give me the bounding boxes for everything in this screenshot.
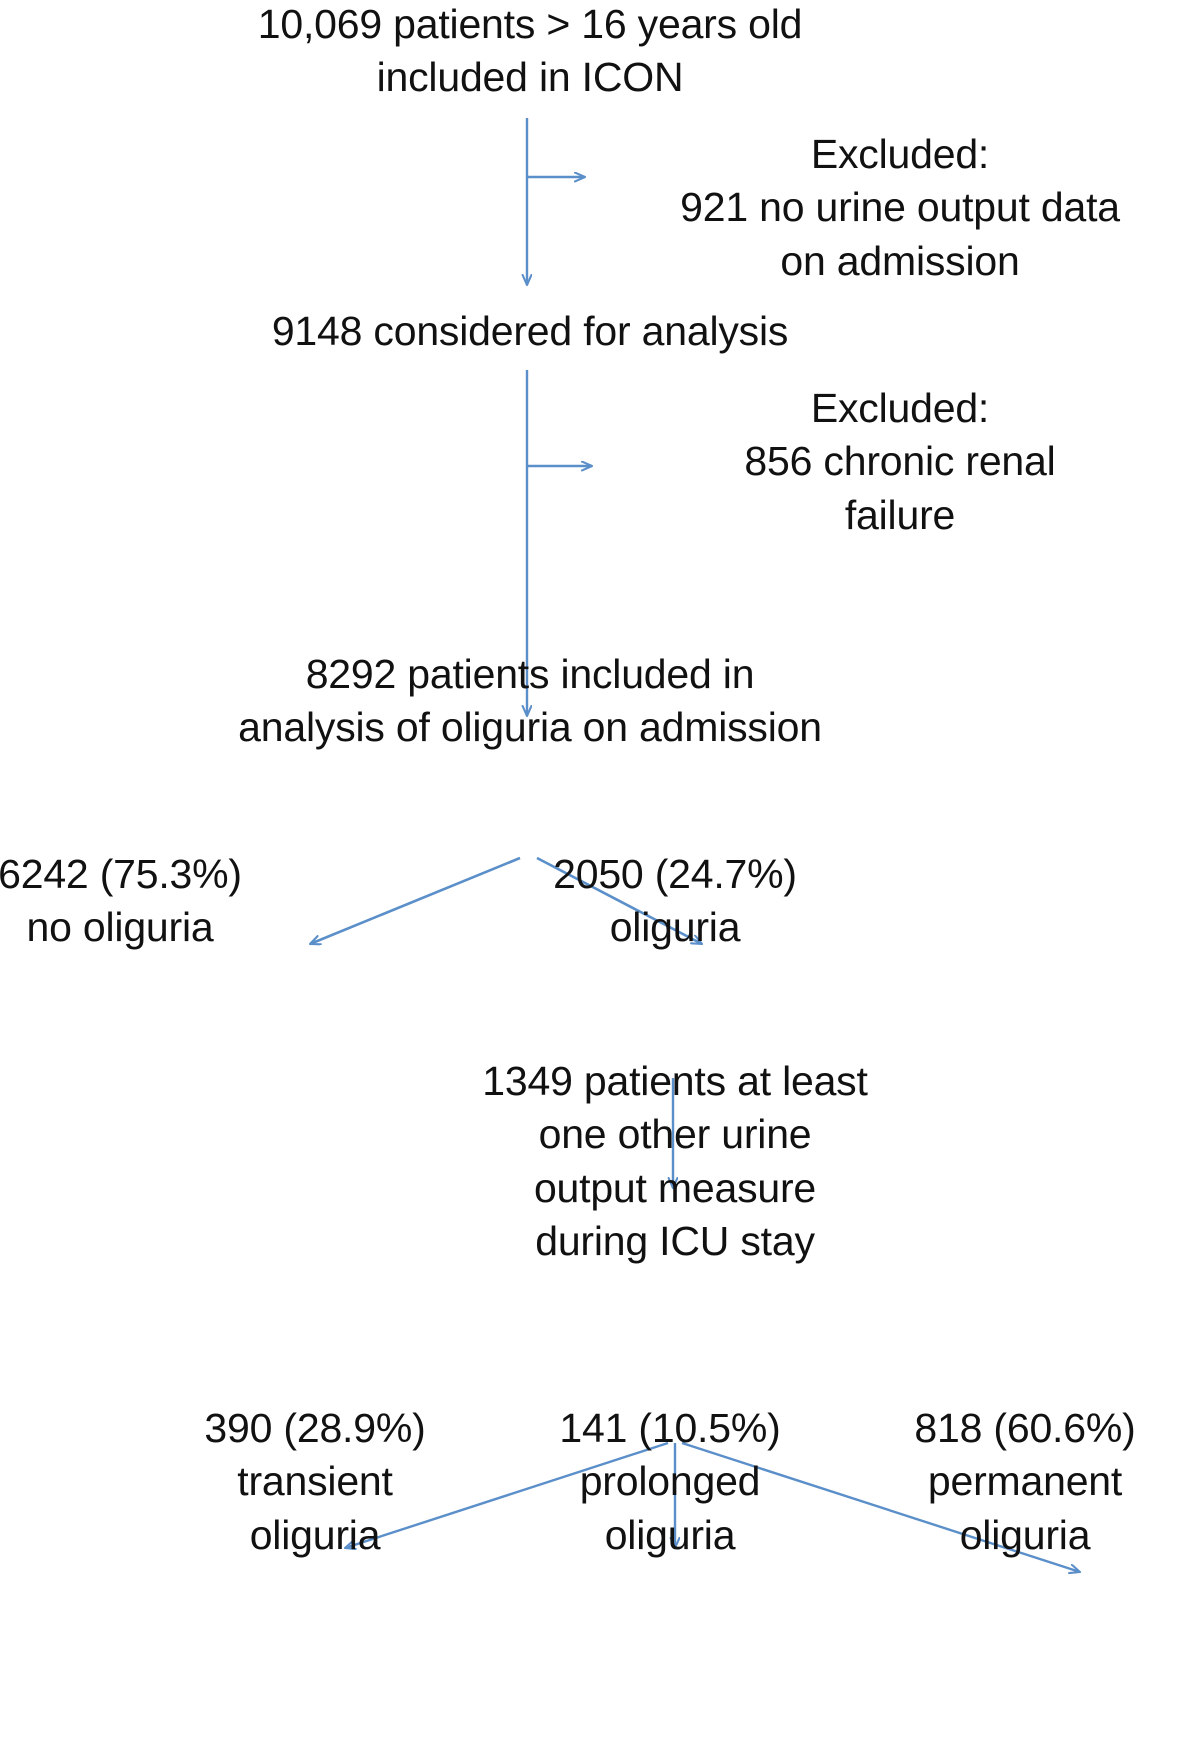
node-line: during ICU stay	[535, 1217, 815, 1264]
node-line: oliguria	[604, 1511, 736, 1558]
node-line: on admission	[780, 237, 1020, 284]
node-permanent-oliguria: 818 (60.6%) permanent oliguria	[765, 1402, 1200, 1562]
node-line: no oliguria	[26, 904, 214, 951]
node-at-least-one-other-urine-output-measure: 1349 patients at least one other urine o…	[330, 1055, 1020, 1268]
node-line: oliguria	[249, 1511, 381, 1558]
node-line: 10,069 patients > 16 years old	[257, 1, 803, 47]
node-line: 1349 patients at least	[482, 1058, 868, 1104]
node-line: prolonged	[579, 1458, 761, 1505]
node-line: 9148 considered for analysis	[271, 308, 789, 354]
node-line: transient	[237, 1458, 393, 1505]
node-line: 6242 (75.3%)	[0, 851, 242, 897]
node-oliguria: 2050 (24.7%) oliguria	[405, 848, 945, 955]
node-line: failure	[844, 491, 956, 538]
node-line: 921 no urine output data	[680, 184, 1120, 231]
node-line: 390 (28.9%)	[204, 1405, 426, 1451]
node-line: oliguria	[959, 1511, 1091, 1558]
node-prolonged-oliguria: 141 (10.5%) prolonged oliguria	[410, 1402, 930, 1562]
node-line: analysis of oliguria on admission	[238, 704, 822, 751]
node-line: 141 (10.5%)	[559, 1405, 781, 1451]
node-line: one other urine	[538, 1111, 812, 1158]
node-icon-cohort: 10,069 patients > 16 years old included …	[130, 0, 930, 105]
node-included-in-oliguria-analysis: 8292 patients included in analysis of ol…	[110, 648, 950, 755]
node-line: included in ICON	[376, 54, 684, 101]
node-line: output measure	[533, 1164, 817, 1211]
node-considered-for-analysis: 9148 considered for analysis	[120, 305, 940, 358]
node-transient-oliguria: 390 (28.9%) transient oliguria	[55, 1402, 575, 1562]
node-excluded-chronic-renal-failure: Excluded: 856 chronic renal failure	[600, 382, 1200, 542]
node-line: Excluded:	[810, 385, 990, 431]
node-line: 2050 (24.7%)	[553, 851, 797, 897]
node-line: 856 chronic renal	[744, 438, 1056, 485]
node-line: permanent	[927, 1458, 1123, 1505]
node-excluded-no-urine-output: Excluded: 921 no urine output data on ad…	[590, 128, 1200, 288]
node-line: Excluded:	[810, 131, 990, 177]
node-line: 818 (60.6%)	[914, 1405, 1136, 1451]
node-no-oliguria: 6242 (75.3%) no oliguria	[0, 848, 440, 955]
node-line: oliguria	[609, 904, 741, 951]
node-line: 8292 patients included in	[305, 651, 755, 697]
